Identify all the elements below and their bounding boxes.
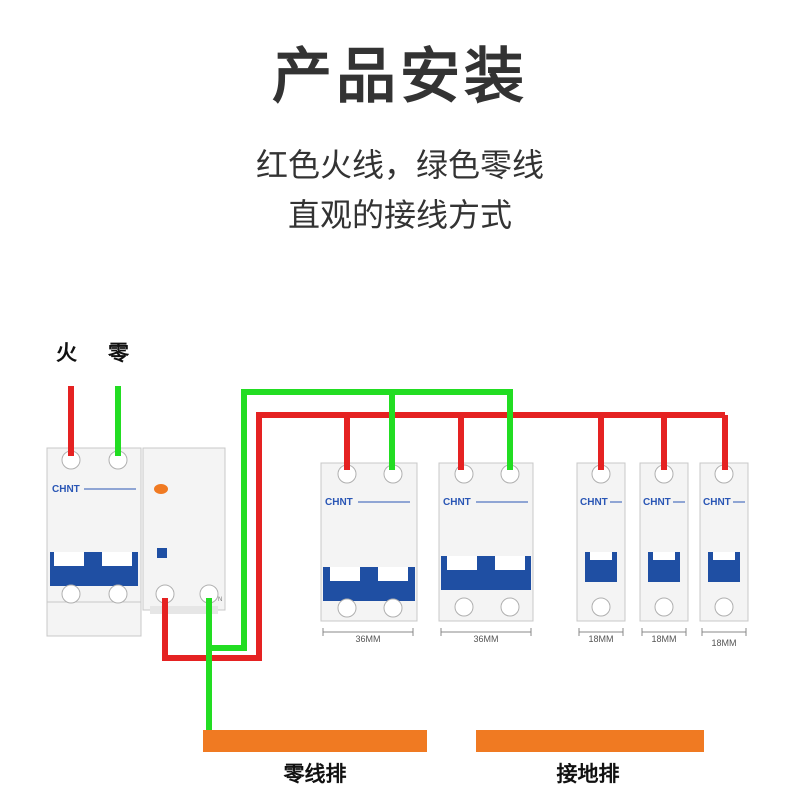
breaker-1p-3-brand: CHNT — [703, 497, 731, 508]
live-label: 火 — [56, 341, 77, 365]
ground-bar-label: 接地排 — [557, 762, 620, 786]
breaker-1p-1: CHNT — [576, 462, 626, 622]
dim-label-3: 18MM — [588, 634, 613, 644]
page-title: 产品安装 — [272, 42, 528, 112]
dim-label-4: 18MM — [651, 634, 676, 644]
dim-label-2: 36MM — [473, 634, 498, 644]
neutral-bar-label: 零线排 — [283, 762, 347, 786]
breaker-1p-1-brand: CHNT — [580, 497, 608, 508]
subtitle-line-2: 直观的接线方式 — [287, 196, 512, 234]
neutral-wires — [115, 386, 513, 748]
live-wires — [68, 386, 728, 661]
neutral-label: 零 — [107, 341, 130, 365]
breaker-2p-2: CHNT — [438, 462, 534, 622]
rcd-module: N — [142, 447, 226, 614]
breaker-2p-1: CHNT — [320, 462, 418, 622]
dimension-lines — [322, 628, 747, 636]
neutral-busbar — [203, 730, 427, 752]
rcd-test-button — [157, 548, 167, 558]
breaker-1p-2: CHNT — [639, 462, 689, 622]
dim-label-1: 36MM — [355, 634, 380, 644]
ground-busbar — [476, 730, 704, 752]
subtitle-line-1: 红色火线，绿色零线 — [255, 146, 544, 184]
main-breaker: CHNT — [46, 447, 142, 637]
main-breaker-brand: CHNT — [52, 484, 80, 495]
breaker-2p-1-brand: CHNT — [325, 497, 353, 508]
dim-label-5: 18MM — [711, 638, 736, 648]
breaker-2p-2-brand: CHNT — [443, 497, 471, 508]
rcd-indicator — [154, 484, 168, 494]
breaker-1p-3: CHNT — [699, 462, 749, 622]
breaker-1p-2-brand: CHNT — [643, 497, 671, 508]
n-terminal-mark: N — [218, 597, 222, 603]
